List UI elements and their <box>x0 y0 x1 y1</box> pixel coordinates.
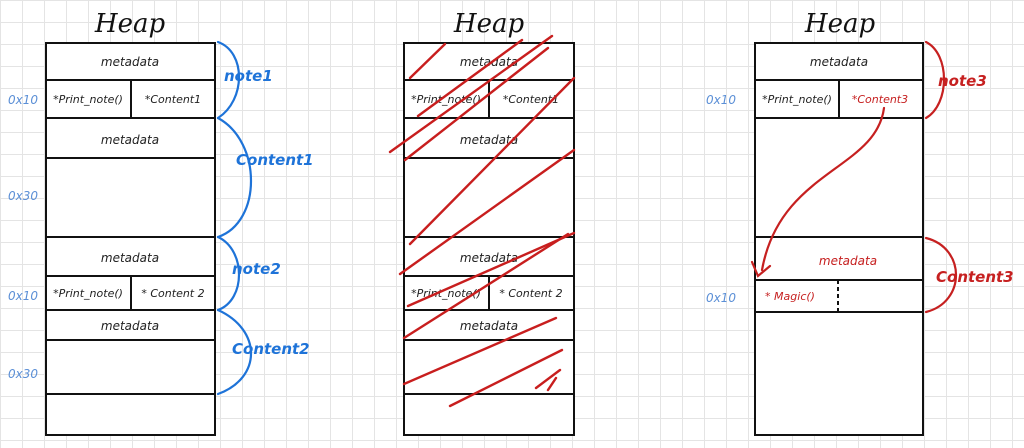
content2-brace <box>216 308 253 396</box>
note2-label: note2 <box>232 260 281 278</box>
content3-brace <box>924 236 958 314</box>
heap-3: Heap metadata *Print_note() *Content3 me… <box>706 9 1014 436</box>
heap-2-content-ptr: *Content1 <box>503 93 559 106</box>
heap-2-print-note-ptr: *Print_note() <box>411 93 481 106</box>
content1-brace <box>216 116 253 239</box>
note1-brace <box>216 40 240 120</box>
strike-mark <box>403 46 550 162</box>
content1-label: Content1 <box>236 151 314 169</box>
heap-1-print-note-ptr: *Print_note() <box>53 93 123 106</box>
heap-3-title: Heap <box>804 9 876 39</box>
strike-mark <box>408 42 447 80</box>
heap-3-print-note-ptr: *Print_note() <box>762 93 832 106</box>
strike-mark <box>408 76 576 246</box>
strike-mark <box>534 368 562 390</box>
arrow-head <box>750 260 772 278</box>
heap-1-metadata: metadata <box>101 319 159 333</box>
heap-1-metadata: metadata <box>101 251 159 265</box>
note1-label: note1 <box>224 67 273 85</box>
heap-1-address: 0x30 <box>8 189 38 203</box>
note3-brace <box>924 40 945 120</box>
heap-1-address: 0x10 <box>8 93 38 107</box>
heap-2-content-ptr: * Content 2 <box>499 287 562 300</box>
strike-mark <box>388 34 554 154</box>
heap-1-address: 0x30 <box>8 367 38 381</box>
strike-mark <box>402 316 558 386</box>
heap-3-address: 0x10 <box>706 291 736 305</box>
heap-3-content-ptr: *Content3 <box>852 93 908 106</box>
strike-mark <box>448 348 564 408</box>
heap-2-metadata: metadata <box>460 319 518 333</box>
strike-mark <box>406 231 576 308</box>
heap-3-metadata: metadata <box>819 254 877 268</box>
strike-mark <box>416 38 524 118</box>
strike-mark <box>398 148 576 276</box>
heap-3-metadata: metadata <box>810 55 868 69</box>
content3-label: Content3 <box>936 268 1014 286</box>
heap-3-magic-ptr: * Magic() <box>765 290 815 303</box>
heap-1-address: 0x10 <box>8 289 38 303</box>
note3-label: note3 <box>938 72 987 90</box>
strike-mark <box>402 232 570 340</box>
heap-1: Heap metadata *Print_note() *Content1 me… <box>8 9 314 436</box>
heap-1-content-ptr: *Content1 <box>145 93 201 106</box>
freed-strikethrough <box>388 34 576 408</box>
heap-2-title: Heap <box>453 9 525 39</box>
note2-brace <box>216 235 240 312</box>
heap-1-metadata: metadata <box>101 133 159 147</box>
strike-mark <box>546 376 558 392</box>
heap-2-metadata: metadata <box>460 133 518 147</box>
heap-2-metadata: metadata <box>460 55 518 69</box>
heap-1-content-ptr: * Content 2 <box>141 287 204 300</box>
heap-1-print-note-ptr: *Print_note() <box>53 287 123 300</box>
heap-1-title: Heap <box>94 9 166 39</box>
content2-label: Content2 <box>232 340 310 358</box>
content3-pointer-arrow <box>760 106 886 272</box>
heap-3-address: 0x10 <box>706 93 736 107</box>
heap-2-metadata: metadata <box>460 251 518 265</box>
heap-2: Heap metadata *Print_note() *Content1 me… <box>388 9 576 436</box>
heap-1-metadata: metadata <box>101 55 159 69</box>
